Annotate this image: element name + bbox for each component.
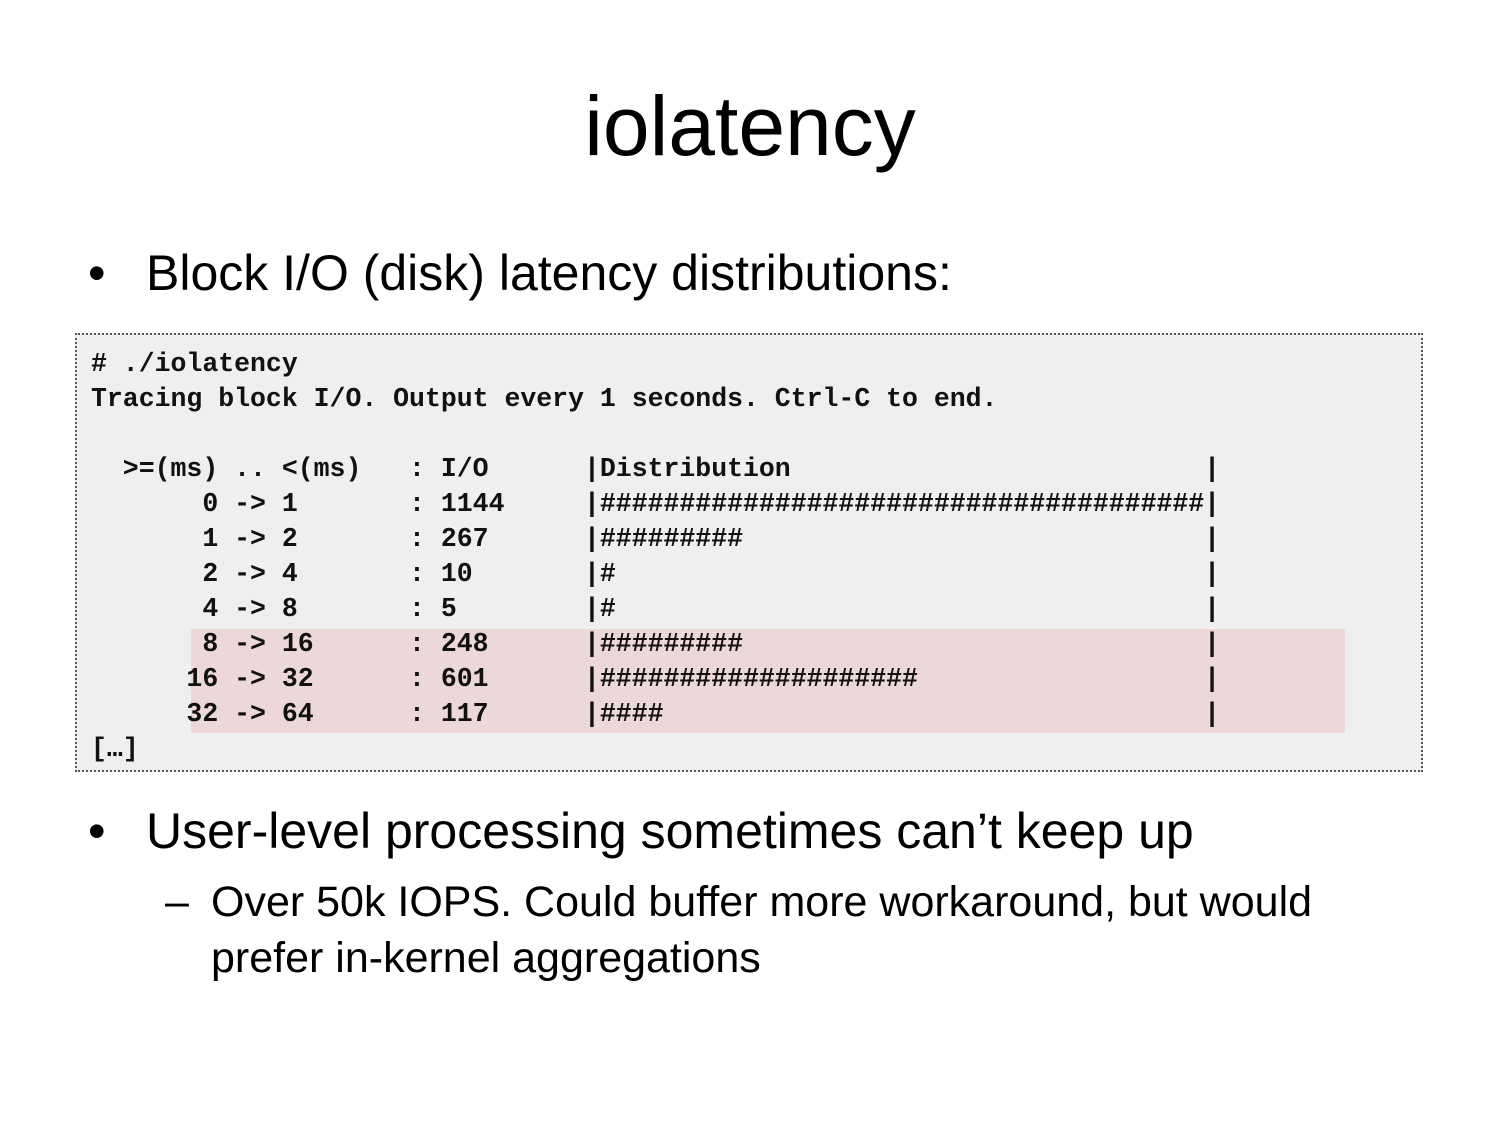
terminal-line: 32 -> 64 : 117 |#### | [91,699,1221,729]
terminal-line: Tracing block I/O. Output every 1 second… [91,384,998,414]
bullet-marker: • [88,245,106,301]
terminal-line [91,417,1220,452]
bullet-user-level: • User-level processing sometimes can’t k… [88,801,1194,861]
slide-title: iolatency [584,79,916,173]
terminal-line: 2 -> 4 : 10 |# | [91,559,1221,589]
sub-bullet-text: Over 50k IOPS. Could buffer more workaro… [211,878,1313,982]
highlighted-rows [191,629,1345,733]
terminal-line: >=(ms) .. <(ms) : I/O |Distribution | [91,454,1221,484]
sub-bullet-marker: – [165,878,189,926]
bullet-marker: • [88,803,106,859]
terminal-line: […] [91,734,139,764]
terminal-line: # ./iolatency [91,349,298,379]
terminal-line: 0 -> 1 : 1144 |#########################… [91,489,1221,519]
bullet-block-io: • Block I/O (disk) latency distributions: [88,243,952,303]
sub-bullet-iops: – Over 50k IOPS. Could buffer more worka… [165,874,1425,986]
terminal-line: 4 -> 8 : 5 |# | [91,594,1221,624]
terminal-line: 16 -> 32 : 601 |#################### | [91,664,1221,694]
bullet-text: User-level processing sometimes can’t ke… [146,803,1194,859]
terminal-line: 1 -> 2 : 267 |######### | [91,524,1221,554]
bullet-text: Block I/O (disk) latency distributions: [146,245,952,301]
terminal-line: 8 -> 16 : 248 |######### | [91,629,1221,659]
